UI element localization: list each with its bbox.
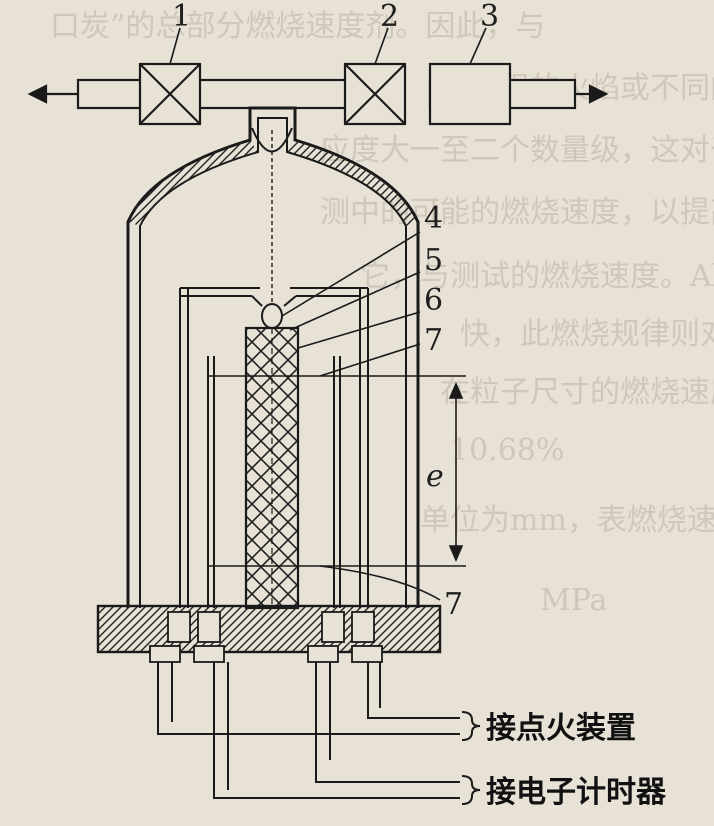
- bg-line-8: 10.68%: [450, 433, 564, 468]
- base-plate: [96, 604, 442, 663]
- caption-timer: 接电子计时器: [486, 775, 667, 810]
- label-1: 1: [172, 0, 191, 34]
- lead-wires: [157, 662, 460, 799]
- caption-ignition: 接点火装置: [486, 711, 636, 746]
- bg-line-1: 口炭”的总部分燃烧速度剂。因此，与: [50, 9, 545, 44]
- bg-line-7: 在粒子尺寸的燃烧速度影响的程度: [440, 375, 714, 410]
- bg-line-5: 它，与测试的燃烧速度。Al/AlO 的速度: [360, 259, 714, 294]
- fuse-wires: [208, 375, 466, 567]
- label-7-bottom: 7: [444, 587, 463, 622]
- valve-1: [138, 62, 202, 126]
- top-leaders: [169, 27, 487, 65]
- label-3: 3: [480, 0, 499, 34]
- gas-pipe: [27, 78, 609, 110]
- bg-line-3: 应度大一至二个数量级，这对于: [320, 133, 714, 168]
- dimension-e: [448, 381, 464, 563]
- ignition-wire-4: [261, 130, 283, 329]
- bg-line-4: 测中的可能的燃烧速度，以提高每一个: [320, 195, 714, 230]
- valve-2: [343, 62, 407, 126]
- bg-line-10: MPa: [540, 583, 608, 618]
- bg-line-9: 单位为mm，表燃烧速度的单位: [420, 503, 714, 538]
- pressure-gauge-3: [428, 62, 512, 126]
- bg-line-6: 快，此燃烧规律则对规则发展: [460, 317, 714, 352]
- label-2: 2: [380, 0, 399, 34]
- label-e: e: [426, 459, 444, 494]
- braces: [461, 711, 481, 805]
- label-5: 5: [424, 243, 443, 278]
- label-6: 6: [424, 283, 443, 318]
- side-leaders: [281, 231, 441, 601]
- label-4: 4: [424, 201, 443, 236]
- bell-jar: [126, 106, 420, 608]
- label-7-top: 7: [424, 323, 443, 358]
- strand-holder: [179, 287, 369, 608]
